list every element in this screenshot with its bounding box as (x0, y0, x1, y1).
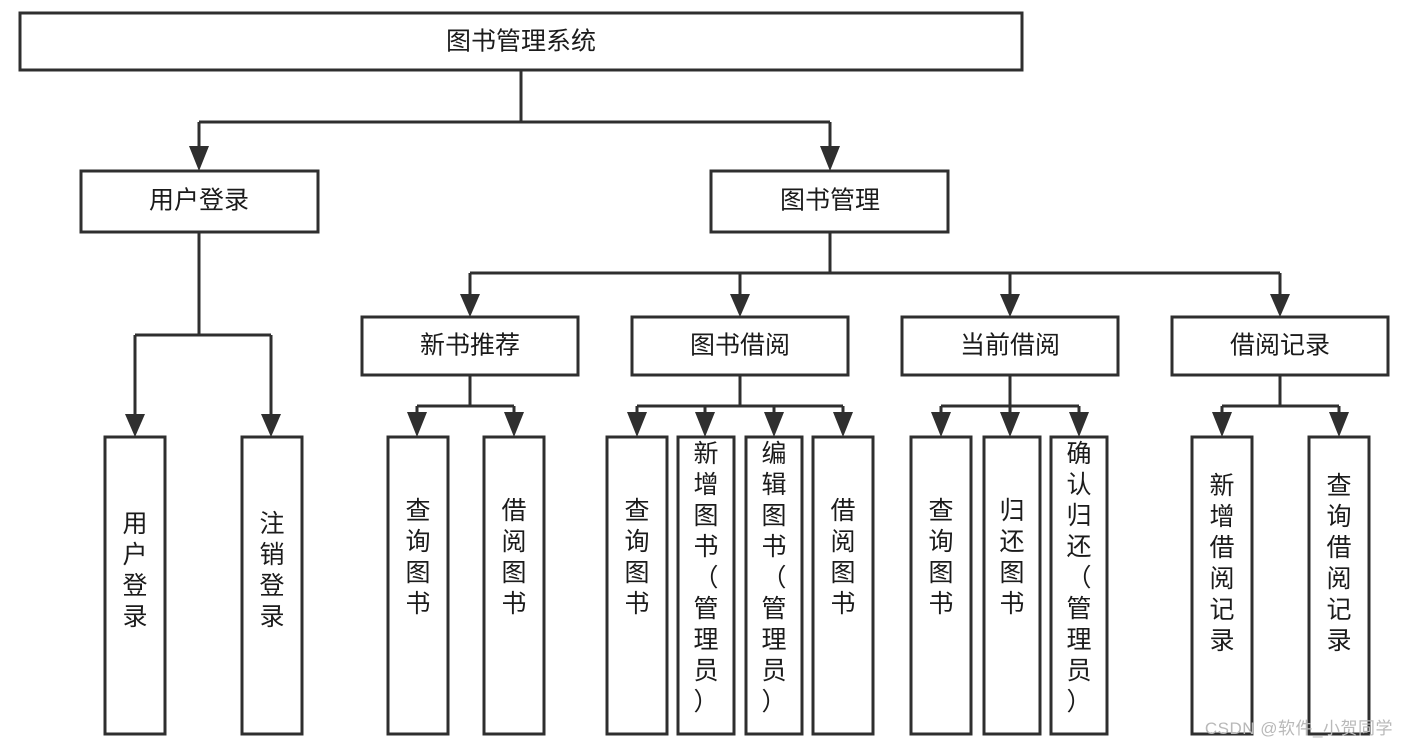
leaf-node-query-borrow-record-label: 查询借阅记录 (1326, 472, 1351, 655)
leaf-node-return-book-box (982, 435, 1042, 736)
node-user-login-box (79, 169, 320, 234)
leaf-node-query-book-recommend-box (386, 435, 450, 736)
arrow-head-icon (730, 294, 750, 317)
node-user-login-label: 用户登录 (149, 187, 249, 215)
arrow-head-icon (504, 412, 524, 437)
leaf-node-edit-book-admin-box (744, 435, 804, 736)
node-borrow-record[interactable]: 借阅记录 (1170, 315, 1390, 377)
connector-newbook-to-leaves (407, 375, 524, 437)
node-current-borrow-box (900, 315, 1120, 377)
arrow-head-icon (1329, 412, 1349, 437)
connector-currentborrow-to-leaves (931, 375, 1089, 437)
leaf-node-logout-label: 注销登录 (259, 510, 284, 631)
node-current-borrow[interactable]: 当前借阅 (900, 315, 1120, 377)
arrow-head-icon (833, 412, 853, 437)
leaf-node-query-book-recommend-label: 查询图书 (405, 497, 430, 618)
leaf-node-logout-box (240, 435, 304, 736)
connector-borrowrecord-to-leaves (1212, 375, 1349, 437)
leaf-node-user-login[interactable]: 用户登录 (103, 435, 167, 736)
leaf-node-borrow-book[interactable]: 借阅图书 (811, 435, 875, 736)
leaf-node-query-book-current-box (909, 435, 973, 736)
leaf-node-query-book-current-label: 查询图书 (928, 497, 953, 618)
leaf-node-query-book-recommend[interactable]: 查询图书 (386, 435, 450, 736)
leaf-node-borrow-book-box (811, 435, 875, 736)
leaf-node-user-login-box (103, 435, 167, 736)
leaf-node-query-book-current[interactable]: 查询图书 (909, 435, 973, 736)
node-book-management[interactable]: 图书管理 (709, 169, 950, 234)
leaf-node-edit-book-admin[interactable]: 编辑图书（管理员） (744, 435, 804, 736)
arrow-head-icon (695, 412, 715, 437)
arrow-head-icon (1000, 412, 1020, 437)
leaf-node-query-book-borrow[interactable]: 查询图书 (605, 435, 669, 736)
leaf-node-query-book-borrow-label: 查询图书 (624, 497, 649, 618)
connector-bookborrow-to-leaves (627, 375, 853, 437)
node-new-book-recommend[interactable]: 新书推荐 (360, 315, 580, 377)
connector-bookmgmt-to-level3 (460, 232, 1290, 317)
leaf-node-confirm-return-admin[interactable]: 确认归还（管理员） (1049, 435, 1109, 736)
leaf-node-edit-book-admin-label: 编辑图书（管理员） (761, 440, 786, 716)
node-new-book-recommend-label: 新书推荐 (420, 332, 520, 360)
leaf-node-add-borrow-record-box (1190, 435, 1254, 736)
connector-root-to-level2 (189, 70, 840, 171)
leaf-node-add-book-admin-label: 新增图书（管理员） (693, 440, 718, 716)
node-root-box (18, 11, 1024, 72)
arrow-head-icon (627, 412, 647, 437)
arrow-head-icon (1069, 412, 1089, 437)
leaf-node-borrow-book-label: 借阅图书 (830, 497, 855, 618)
arrow-head-icon (261, 414, 281, 437)
arrow-head-icon (125, 414, 145, 437)
node-root[interactable]: 图书管理系统 (18, 11, 1024, 72)
leaf-node-query-borrow-record[interactable]: 查询借阅记录 (1307, 435, 1371, 736)
arrow-head-icon (189, 146, 209, 171)
node-borrow-record-label: 借阅记录 (1230, 332, 1330, 360)
leaf-node-add-borrow-record-label: 新增借阅记录 (1209, 472, 1234, 655)
arrow-head-icon (460, 294, 480, 317)
arrow-head-icon (407, 412, 427, 437)
node-book-management-label: 图书管理 (780, 187, 880, 215)
arrow-head-icon (1212, 412, 1232, 437)
leaf-node-borrow-book-recommend-box (482, 435, 546, 736)
leaf-node-borrow-book-recommend-label: 借阅图书 (501, 497, 526, 618)
node-book-borrow[interactable]: 图书借阅 (630, 315, 850, 377)
arrow-head-icon (931, 412, 951, 437)
leaf-node-query-borrow-record-box (1307, 435, 1371, 736)
node-root-label: 图书管理系统 (446, 28, 596, 56)
connector-userlogin-to-leaves (125, 232, 281, 437)
node-current-borrow-label: 当前借阅 (960, 332, 1060, 360)
leaf-node-confirm-return-admin-box (1049, 435, 1109, 736)
node-new-book-recommend-box (360, 315, 580, 377)
leaf-node-add-borrow-record[interactable]: 新增借阅记录 (1190, 435, 1254, 736)
csdn-watermark: CSDN @软件_小贺同学 (1204, 719, 1393, 738)
arrow-head-icon (1000, 294, 1020, 317)
leaf-node-confirm-return-admin-label: 确认归还（管理员） (1066, 440, 1091, 716)
node-book-borrow-label: 图书借阅 (690, 332, 790, 360)
leaf-node-query-book-borrow-box (605, 435, 669, 736)
leaf-node-return-book-label: 归还图书 (999, 497, 1024, 618)
leaf-node-user-login-label: 用户登录 (122, 510, 147, 631)
leaf-node-logout[interactable]: 注销登录 (240, 435, 304, 736)
leaf-node-add-book-admin[interactable]: 新增图书（管理员） (676, 435, 736, 736)
arrow-head-icon (1270, 294, 1290, 317)
leaf-node-return-book[interactable]: 归还图书 (982, 435, 1042, 736)
node-user-login[interactable]: 用户登录 (79, 169, 320, 234)
arrow-head-icon (820, 146, 840, 171)
leaf-node-borrow-book-recommend[interactable]: 借阅图书 (482, 435, 546, 736)
leaf-node-add-book-admin-box (676, 435, 736, 736)
arrow-head-icon (764, 412, 784, 437)
